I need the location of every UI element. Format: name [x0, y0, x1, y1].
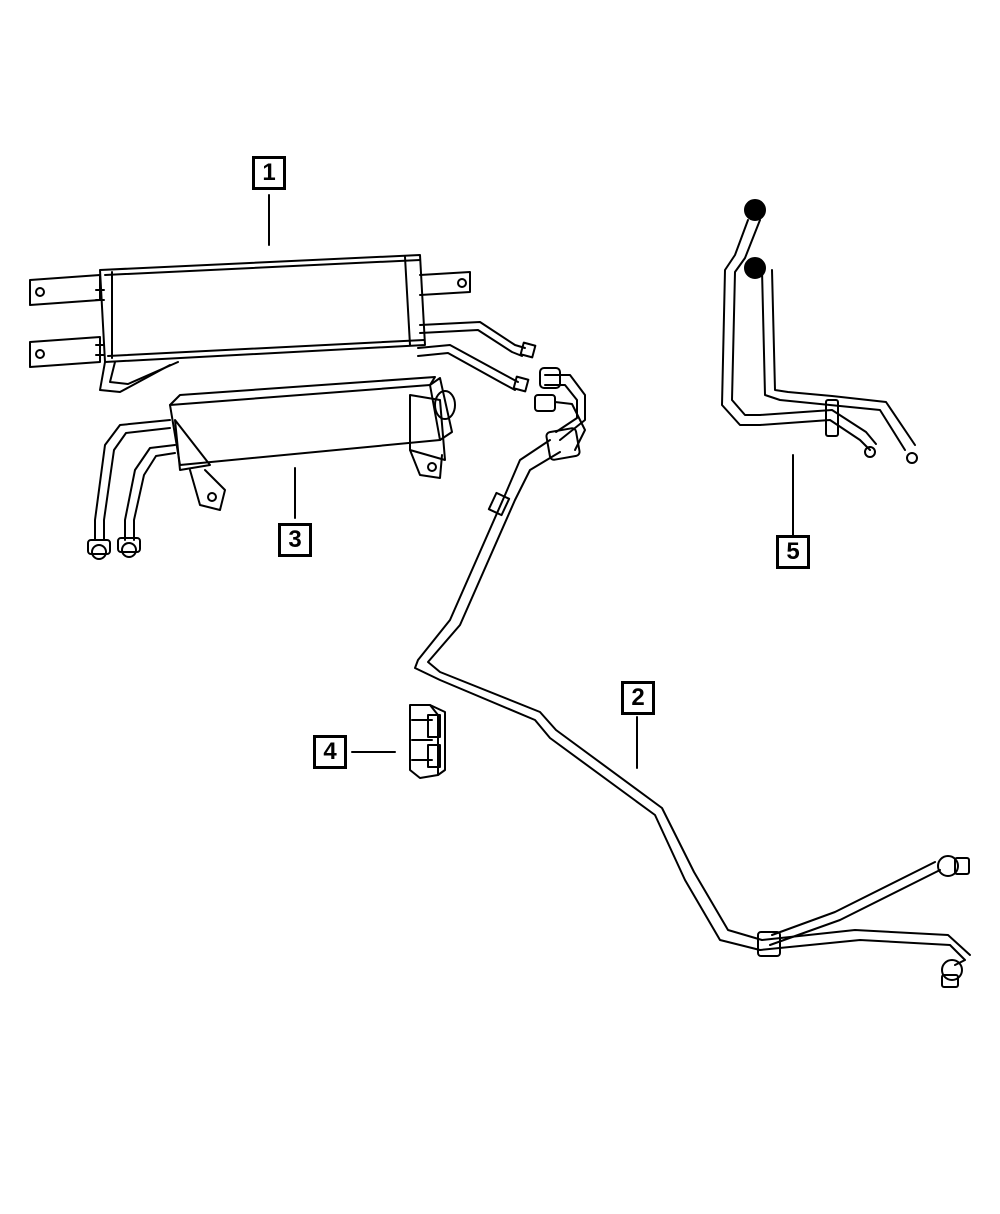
part-3-auxiliary-cooler[interactable]	[88, 377, 455, 559]
callout-2[interactable]: 2	[621, 681, 655, 715]
part-4-clip[interactable]	[410, 705, 445, 778]
part-5-tube-assembly[interactable]	[722, 200, 917, 463]
callout-3[interactable]: 3	[278, 523, 312, 557]
callout-1[interactable]: 1	[252, 156, 286, 190]
part-1-oil-cooler[interactable]	[30, 255, 535, 392]
callout-4[interactable]: 4	[313, 735, 347, 769]
part-2-cooler-lines[interactable]	[415, 368, 970, 987]
callout-5[interactable]: 5	[776, 535, 810, 569]
